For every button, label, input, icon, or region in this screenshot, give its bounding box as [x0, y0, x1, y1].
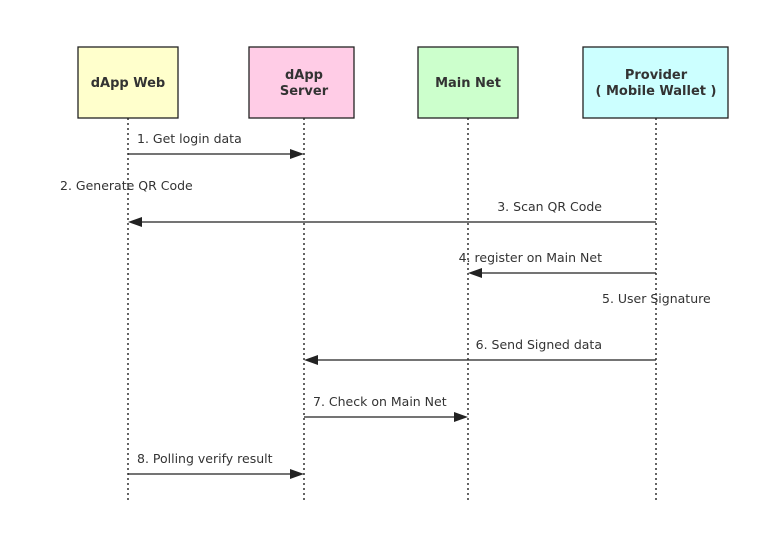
message-label: 5. User Signature [602, 291, 711, 306]
actor-label-dapp-server: dApp [285, 68, 323, 83]
message-label: 3. Scan QR Code [497, 199, 602, 214]
message-4: 4. register on Main Net [459, 250, 656, 278]
message-3: 3. Scan QR Code [128, 199, 656, 227]
message-label: 8. Polling verify result [137, 451, 273, 466]
actor-label-dapp-server: Server [280, 84, 329, 99]
message-6: 6. Send Signed data [304, 337, 656, 365]
message-7: 7. Check on Main Net [304, 394, 468, 422]
message-arrow-head [304, 355, 318, 365]
message-1: 1. Get login data [128, 131, 304, 159]
message-arrow-head [128, 217, 142, 227]
message-label: 4. register on Main Net [459, 250, 602, 265]
message-label: 6. Send Signed data [476, 337, 602, 352]
actor-provider: Provider( Mobile Wallet ) [582, 46, 729, 119]
actor-label-dapp-web: dApp Web [91, 76, 166, 91]
actor-dapp-web: dApp Web [77, 46, 179, 119]
message-arrow-head [290, 149, 304, 159]
actor-box-provider [582, 46, 729, 119]
message-arrow-head [468, 268, 482, 278]
messages: 1. Get login data 2. Generate QR Code 3. S… [60, 131, 711, 479]
actor-label-provider: Provider [625, 68, 688, 83]
message-5: 5. User Signature [602, 291, 711, 306]
message-label: 7. Check on Main Net [313, 394, 447, 409]
actor-main-net: Main Net [417, 46, 519, 119]
actor-label-main-net: Main Net [435, 76, 501, 91]
message-8: 8. Polling verify result [128, 451, 304, 479]
message-arrow-head [454, 412, 468, 422]
message-2: 2. Generate QR Code [60, 178, 193, 193]
message-arrow-head [290, 469, 304, 479]
message-label: 1. Get login data [137, 131, 242, 146]
message-label: 2. Generate QR Code [60, 178, 193, 193]
lifelines [127, 118, 657, 500]
actor-box-dapp-server [248, 46, 355, 119]
actor-box-main-net [417, 46, 519, 119]
actor-box-dapp-web [77, 46, 179, 119]
actor-label-provider: ( Mobile Wallet ) [596, 84, 717, 99]
